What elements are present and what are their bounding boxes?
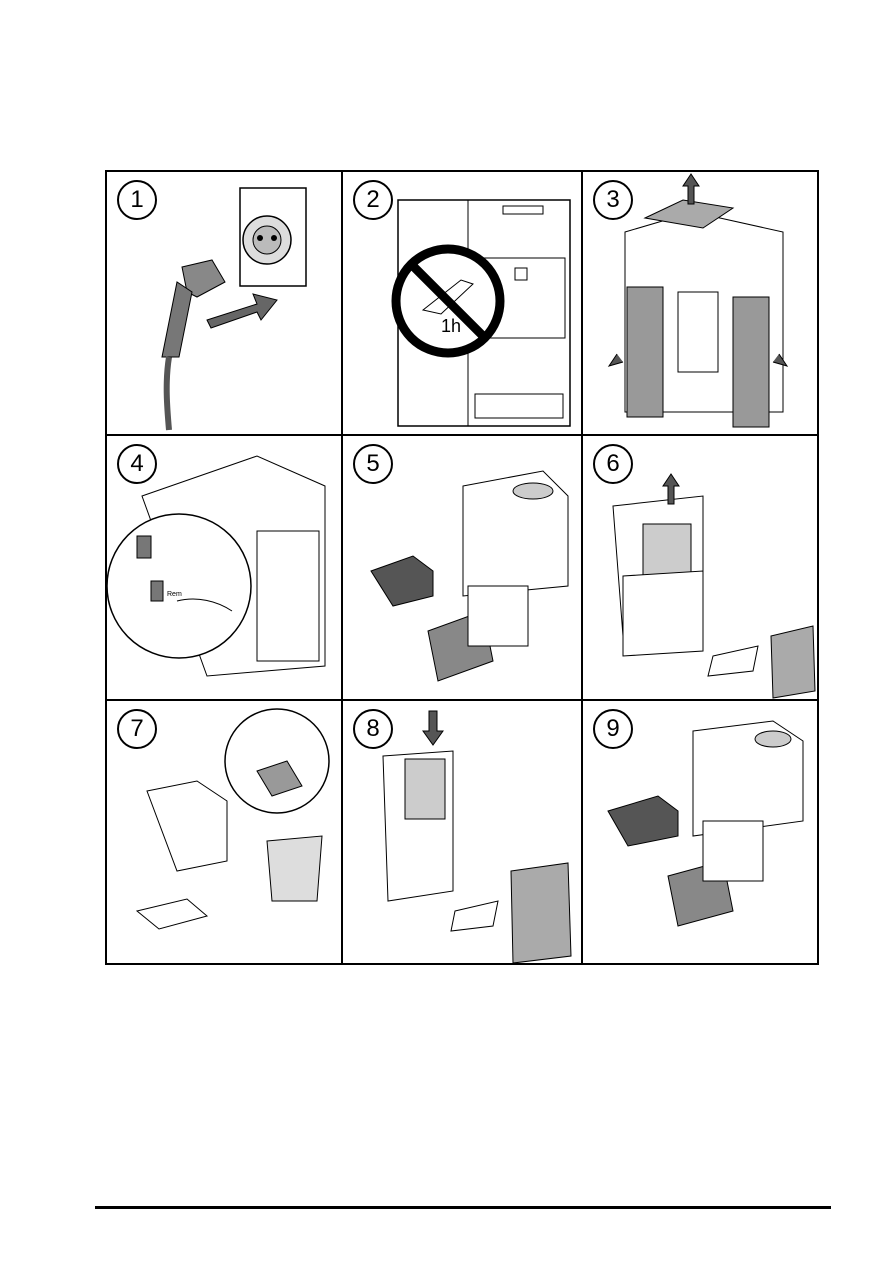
step-number: 9 [593, 709, 633, 749]
step-9-panel: 9 [583, 701, 821, 965]
step-number: 5 [353, 444, 393, 484]
step-4-panel: 4 Rem [107, 436, 341, 699]
instruction-grid: 1 2 1h 3 [105, 170, 819, 965]
arrow-down-icon [423, 711, 443, 745]
step-number: 2 [353, 180, 393, 220]
step-number: 1 [117, 180, 157, 220]
step-number: 4 [117, 444, 157, 484]
step-8-panel: 8 [343, 701, 581, 965]
step-number: 8 [353, 709, 393, 749]
arrow-icon [207, 294, 277, 328]
zoom-circle [107, 514, 251, 658]
step-7-panel: 7 [107, 701, 341, 965]
step-6-panel: 6 [583, 436, 821, 699]
step-1-panel: 1 [107, 172, 341, 434]
zoom-circle [225, 709, 329, 813]
step-number: 6 [593, 444, 633, 484]
arrow-up-icon [683, 174, 699, 204]
zoom-label: Rem [167, 591, 182, 598]
step-5-panel: 5 [343, 436, 581, 699]
step-number: 7 [117, 709, 157, 749]
step-2-panel: 2 1h [343, 172, 581, 434]
cooldown-time-label: 1h [441, 316, 461, 336]
step-number: 3 [593, 180, 633, 220]
step-3-panel: 3 [583, 172, 821, 434]
footer-rule [95, 1206, 831, 1209]
